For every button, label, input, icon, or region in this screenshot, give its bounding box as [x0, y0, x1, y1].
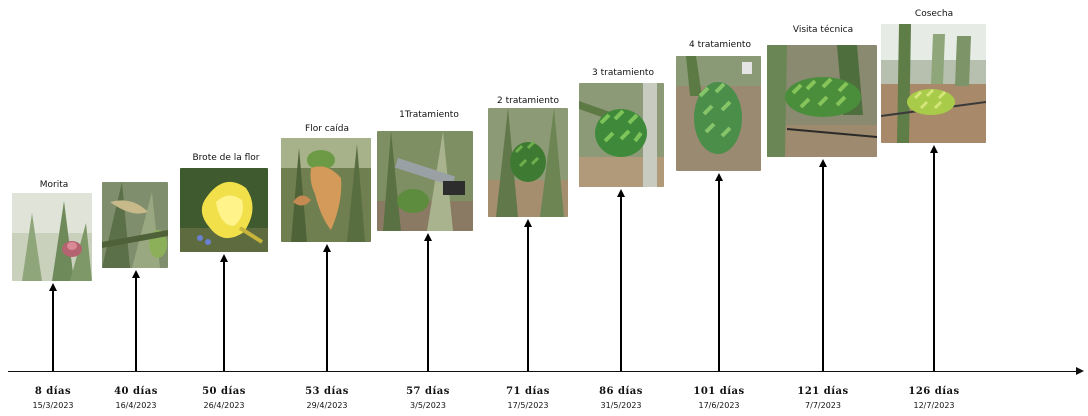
photo-tall-fruit	[676, 56, 761, 171]
stage-date: 3/5/2023	[410, 401, 446, 410]
stage-date: 12/7/2023	[913, 401, 954, 410]
arrow-head	[930, 145, 938, 153]
stage-date: 15/3/2023	[32, 401, 73, 410]
stage-date: 29/4/2023	[306, 401, 347, 410]
timeline-axis-arrow	[1076, 367, 1084, 375]
stage-title: 1Tratamiento	[399, 110, 459, 120]
stage-days: 8 días	[35, 386, 71, 397]
stage-arrow	[822, 166, 824, 372]
stage-arrow	[933, 152, 935, 372]
stage-title: Visita técnica	[793, 25, 853, 35]
stage-arrow	[718, 180, 720, 372]
timeline-axis	[8, 371, 1080, 372]
stage-title: 4 tratamiento	[689, 40, 751, 50]
arrow-head	[715, 173, 723, 181]
stage-arrow	[223, 261, 225, 372]
photo-fruit-measured	[377, 131, 473, 231]
stage-date: 17/5/2023	[507, 401, 548, 410]
stage-days: 126 días	[908, 386, 959, 397]
stage-days: 53 días	[305, 386, 349, 397]
photo-yellow-flower	[180, 168, 268, 252]
photo-green-fruit	[579, 83, 664, 187]
stage-days: 101 días	[693, 386, 744, 397]
stage-days: 50 días	[202, 386, 246, 397]
arrow-head	[819, 159, 827, 167]
stage-days: 121 días	[797, 386, 848, 397]
stage-arrow	[427, 240, 429, 372]
photo-small-fruit	[488, 108, 568, 217]
stage-days: 86 días	[599, 386, 643, 397]
stage-arrow	[527, 226, 529, 372]
stage-title: Cosecha	[915, 9, 953, 19]
photo-flower-bud-closed	[102, 182, 168, 268]
stage-title: Morita	[40, 180, 69, 190]
photo-pink-bud	[12, 193, 92, 281]
stage-title: Brote de la flor	[193, 153, 260, 163]
stage-days: 57 días	[406, 386, 450, 397]
arrow-head	[323, 244, 331, 252]
stage-arrow	[326, 251, 328, 372]
arrow-head	[220, 254, 228, 262]
stage-date: 26/4/2023	[203, 401, 244, 410]
stage-arrow	[620, 196, 622, 372]
arrow-head	[524, 219, 532, 227]
arrow-head	[132, 270, 140, 278]
photo-large-fruit	[767, 45, 877, 157]
stage-days: 71 días	[506, 386, 550, 397]
stage-title: 2 tratamiento	[497, 96, 559, 106]
stage-days: 40 días	[114, 386, 158, 397]
photo-wilted-flower	[281, 138, 371, 242]
stage-arrow	[135, 277, 137, 372]
stage-date: 7/7/2023	[805, 401, 841, 410]
stage-title: 3 tratamiento	[592, 68, 654, 78]
arrow-head	[617, 189, 625, 197]
arrow-head	[424, 233, 432, 241]
stage-date: 17/6/2023	[698, 401, 739, 410]
photo-harvest-fruit	[881, 24, 986, 143]
stage-date: 31/5/2023	[600, 401, 641, 410]
arrow-head	[49, 283, 57, 291]
stage-arrow	[52, 290, 54, 372]
stage-date: 16/4/2023	[115, 401, 156, 410]
stage-title: Flor caída	[305, 124, 349, 134]
